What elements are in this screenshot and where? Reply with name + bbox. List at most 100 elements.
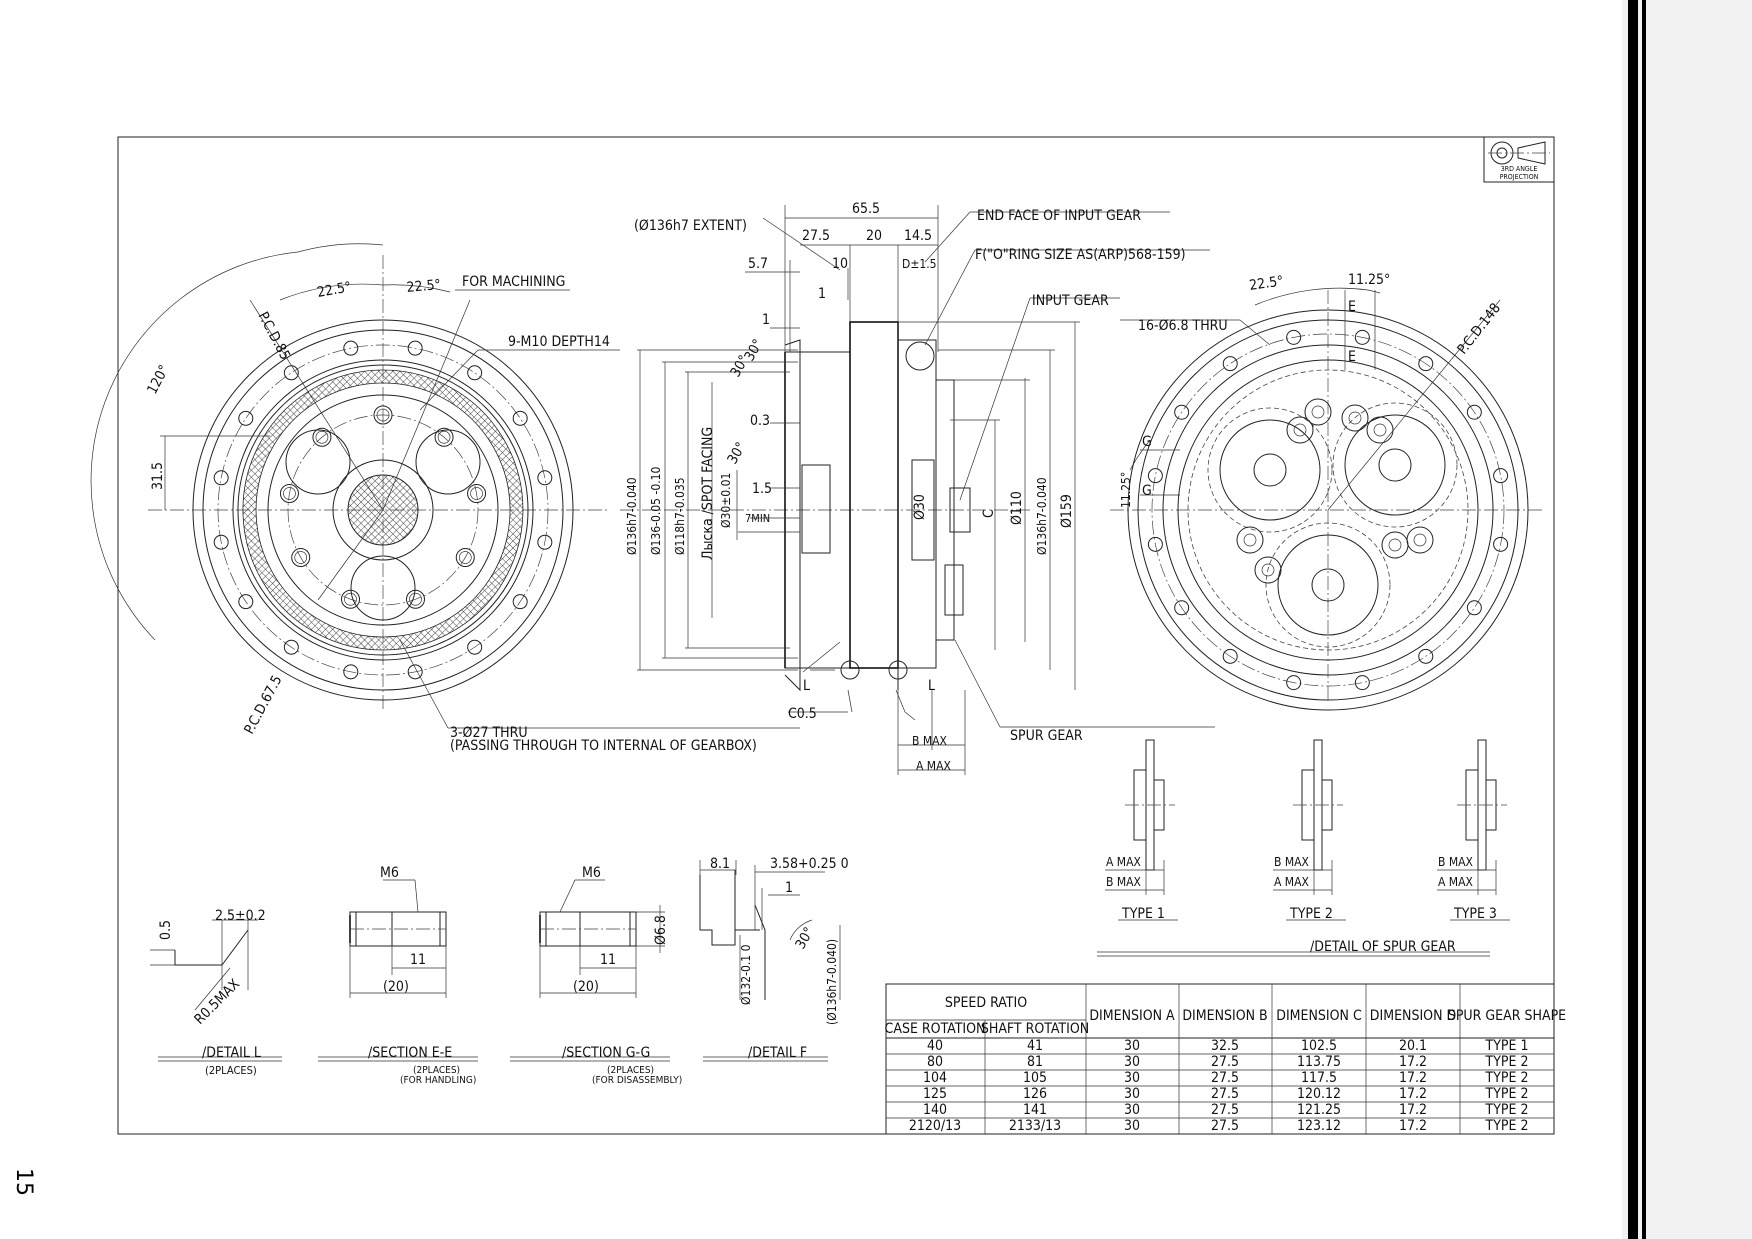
- table-cell: 2120/13: [909, 1118, 961, 1134]
- bearing-circle: [1304, 398, 1332, 426]
- col-dimension-d: DIMENSION D: [1370, 1008, 1456, 1024]
- svg-text:Ø132-0.1 0: Ø132-0.1 0: [739, 944, 753, 1005]
- svg-text:(FOR DISASSEMBLY): (FOR DISASSEMBLY): [592, 1075, 682, 1086]
- bolt-hole: [343, 664, 359, 680]
- bolt-hole: [1147, 468, 1163, 484]
- table-cell: 140: [923, 1102, 947, 1118]
- detail-f: 8.1 3.58+0.25 0 1 30° Ø132-0.1 0 (Ø136h7…: [699, 856, 849, 1062]
- col-dimension-b: DIMENSION B: [1182, 1008, 1267, 1024]
- svg-text:14.5: 14.5: [904, 228, 932, 244]
- svg-text:1.5: 1.5: [752, 481, 772, 497]
- bolt-hole: [1286, 329, 1302, 345]
- tapped-hole: [434, 427, 454, 447]
- svg-text:10: 10: [832, 256, 848, 272]
- svg-text:Ø118h7-0.035: Ø118h7-0.035: [673, 477, 687, 555]
- table-cell: 40: [927, 1038, 943, 1054]
- svg-text:L: L: [803, 678, 810, 694]
- bolt-hole: [512, 594, 528, 610]
- bolt-hole: [1222, 356, 1238, 372]
- bolt-hole: [467, 365, 483, 381]
- bolt-hole: [1147, 536, 1163, 552]
- table-cell: 30: [1124, 1054, 1140, 1070]
- svg-text:(2PLACES): (2PLACES): [607, 1065, 654, 1076]
- bolt-hole: [1174, 404, 1190, 420]
- svg-text:E: E: [1348, 299, 1356, 315]
- col-case-rotation: CASE ROTATION: [885, 1021, 986, 1037]
- col-shaft-rotation: SHAFT ROTATION: [981, 1021, 1089, 1037]
- table-cell: 123.12: [1297, 1118, 1341, 1134]
- table-cell: 30: [1124, 1070, 1140, 1086]
- svg-text:FOR MACHINING: FOR MACHINING: [462, 274, 565, 290]
- svg-text:3.58+0.25 0: 3.58+0.25 0: [770, 856, 849, 872]
- bolt-hole: [1286, 675, 1302, 691]
- table-cell: 105: [1023, 1070, 1047, 1086]
- svg-text:30°: 30°: [793, 925, 818, 952]
- svg-text:22.5°: 22.5°: [1248, 273, 1284, 294]
- table-cell: TYPE 2: [1485, 1054, 1529, 1070]
- svg-text:(2PLACES): (2PLACES): [205, 1064, 257, 1077]
- speed-ratio-header: SPEED RATIO: [945, 995, 1027, 1011]
- svg-text:(Ø136h7-0.040): (Ø136h7-0.040): [825, 939, 839, 1025]
- table-cell: 117.5: [1301, 1070, 1337, 1086]
- svg-text:120°: 120°: [144, 363, 172, 397]
- svg-text:(Ø136h7 EXTENT): (Ø136h7 EXTENT): [634, 218, 747, 234]
- table-cell: TYPE 1: [1485, 1038, 1529, 1054]
- svg-text:16-Ø6.8 THRU: 16-Ø6.8 THRU: [1138, 318, 1228, 334]
- type-dim-1: B MAX: [1438, 855, 1474, 869]
- svg-text:27.5: 27.5: [802, 228, 830, 244]
- svg-text:Ø110: Ø110: [1009, 491, 1025, 525]
- svg-text:/DETAIL L: /DETAIL L: [202, 1045, 261, 1061]
- svg-text:END FACE OF INPUT GEAR: END FACE OF INPUT GEAR: [977, 208, 1141, 224]
- bolt-hole: [1418, 648, 1434, 664]
- svg-text:(PASSING THROUGH TO INTERNAL O: (PASSING THROUGH TO INTERNAL OF GEARBOX): [450, 738, 757, 754]
- table-cell: 30: [1124, 1102, 1140, 1118]
- table-cell: 141: [1023, 1102, 1047, 1118]
- svg-text:/SECTION E-E: /SECTION E-E: [368, 1045, 452, 1061]
- type-label: TYPE 1: [1121, 906, 1165, 922]
- svg-text:/DETAIL OF SPUR GEAR: /DETAIL OF SPUR GEAR: [1310, 939, 1456, 955]
- table-cell: 17.2: [1399, 1102, 1427, 1118]
- bearing-circle: [1286, 416, 1314, 444]
- table-cell: 17.2: [1399, 1054, 1427, 1070]
- table-cell: 27.5: [1211, 1070, 1239, 1086]
- bolt-hole: [407, 664, 423, 680]
- page-edge-bar: [1622, 0, 1752, 1239]
- type-dim-1: B MAX: [1274, 855, 1310, 869]
- bolt-hole: [537, 470, 553, 486]
- svg-text:PROJECTION: PROJECTION: [1500, 173, 1539, 181]
- table-cell: 121.25: [1297, 1102, 1341, 1118]
- bolt-hole: [1418, 356, 1434, 372]
- svg-text:L: L: [928, 678, 935, 694]
- bolt-hole: [407, 340, 423, 356]
- svg-text:3-Ø27 THRU: 3-Ø27 THRU: [450, 725, 528, 741]
- page-number: 15: [11, 1168, 36, 1196]
- tapped-hole: [279, 484, 299, 504]
- svg-text:R0.5MAX: R0.5MAX: [192, 976, 244, 1028]
- type-dim-2: A MAX: [1274, 875, 1310, 889]
- table-cell: 126: [1023, 1086, 1047, 1102]
- bolt-hole: [213, 470, 229, 486]
- col-dimension-c: DIMENSION C: [1276, 1008, 1362, 1024]
- svg-text:1: 1: [762, 312, 770, 328]
- svg-text:G: G: [1142, 483, 1152, 499]
- svg-text:0.3: 0.3: [750, 413, 770, 429]
- svg-text:11: 11: [410, 952, 426, 968]
- tapped-hole: [405, 589, 425, 609]
- bolt-hole: [1493, 468, 1509, 484]
- svg-text:11.25°: 11.25°: [1348, 272, 1390, 288]
- svg-text:65.5: 65.5: [852, 201, 880, 217]
- svg-text:(2PLACES): (2PLACES): [413, 1065, 460, 1076]
- table-cell: 81: [1027, 1054, 1043, 1070]
- bolt-hole: [537, 534, 553, 550]
- svg-text:B MAX: B MAX: [912, 734, 948, 748]
- svg-text:P.C.D.148: P.C.D.148: [1455, 300, 1505, 357]
- svg-text:5.7: 5.7: [748, 256, 768, 272]
- svg-text:11.25°: 11.25°: [1119, 472, 1133, 508]
